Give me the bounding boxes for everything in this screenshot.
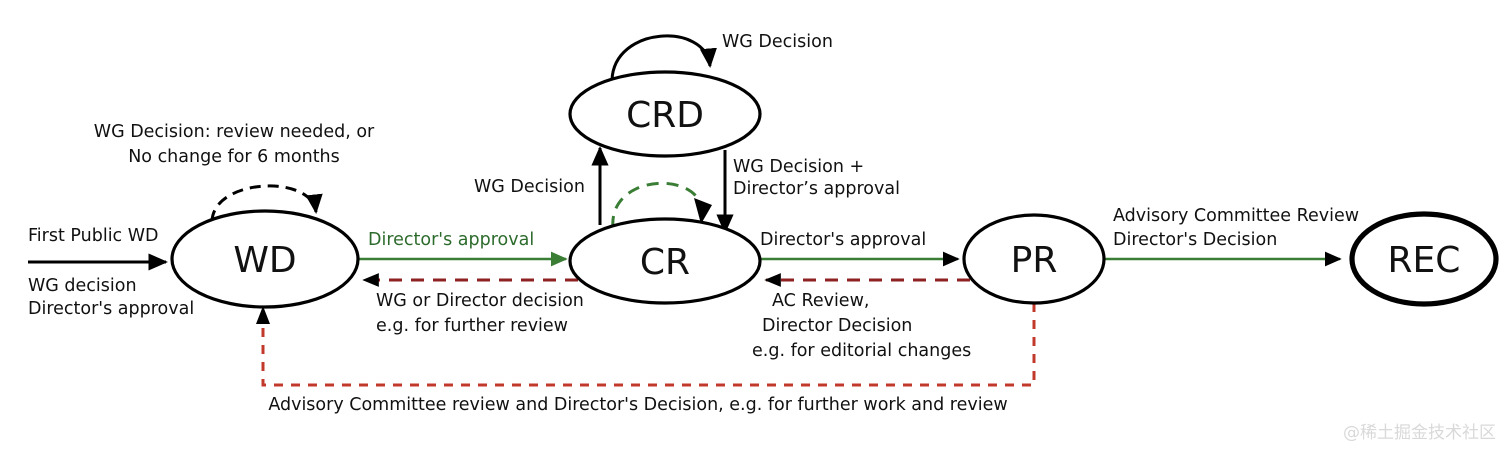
node-wd-label: WD <box>233 240 296 281</box>
label-pr-to-rec-1: Advisory Committee Review <box>1113 206 1359 226</box>
label-cr-to-wd-1: WG or Director decision <box>376 291 584 311</box>
node-crd-label: CRD <box>626 95 704 136</box>
edge-cr-self-loop <box>611 181 712 229</box>
label-entry-title: First Public WD <box>28 226 159 246</box>
label-crd-to-cr-1: WG Decision + <box>733 157 864 177</box>
label-wd-selfloop-1: WG Decision: review needed, or <box>94 122 375 142</box>
node-pr[interactable]: PR <box>962 213 1106 305</box>
label-pr-to-rec-2: Director's Decision <box>1113 230 1277 250</box>
node-pr-label: PR <box>1011 240 1058 281</box>
label-entry-sub-1: WG decision <box>28 276 137 296</box>
label-wd-selfloop-2: No change for 6 months <box>128 147 340 167</box>
label-crd-selfloop: WG Decision <box>722 32 833 52</box>
node-cr-label: CR <box>640 242 690 283</box>
label-pr-to-cr-3: e.g. for editorial changes <box>752 341 971 361</box>
watermark: @稀土掘金技术社区 <box>1343 423 1496 443</box>
node-wd[interactable]: WD <box>170 209 360 309</box>
label-entry-sub-2: Director's approval <box>28 299 194 319</box>
label-pr-to-cr-1: AC Review, <box>772 291 869 311</box>
label-bottom-return: Advisory Committee review and Director's… <box>268 395 1007 415</box>
label-cr-to-crd: WG Decision <box>474 177 585 197</box>
label-cr-to-pr: Director's approval <box>760 230 926 250</box>
label-cr-to-wd-2: e.g. for further review <box>376 316 568 336</box>
label-crd-to-cr-2: Director’s approval <box>733 179 900 199</box>
label-wd-to-cr: Director's approval <box>368 230 534 250</box>
label-pr-to-cr-2: Director Decision <box>762 316 912 336</box>
node-rec[interactable]: REC <box>1349 211 1499 307</box>
edge-pr-to-wd-return <box>256 303 1036 387</box>
node-rec-label: REC <box>1388 240 1461 281</box>
edge-crd-self-loop <box>610 34 717 81</box>
edge-wd-self-loop <box>210 184 323 222</box>
node-crd[interactable]: CRD <box>568 70 762 158</box>
node-cr[interactable]: CR <box>568 217 762 305</box>
